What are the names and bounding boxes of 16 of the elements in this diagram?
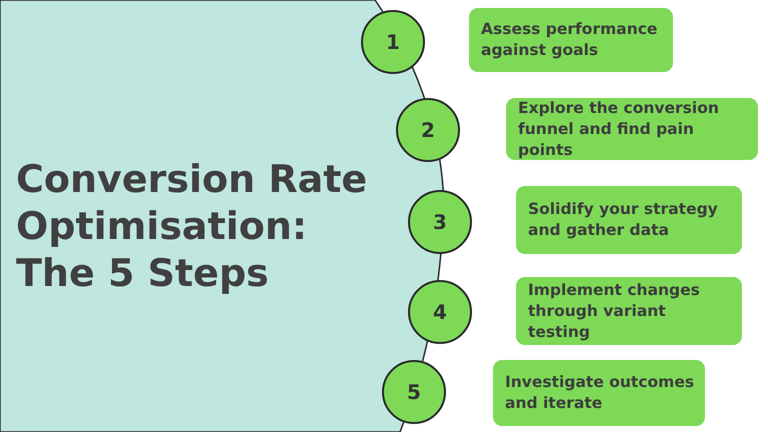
step-box (493, 360, 705, 426)
step-text: Investigate outcomes and iterate (505, 372, 695, 414)
step-number: 2 (421, 118, 435, 142)
step-number: 3 (433, 210, 447, 234)
step-text: Implement changes through variant testing (528, 280, 701, 342)
step-text: Solidify your strategy and gather data (528, 199, 719, 241)
step-number: 4 (433, 300, 447, 324)
step-number: 1 (386, 30, 400, 54)
step-box (469, 8, 673, 72)
step-box (516, 277, 742, 345)
step-box (516, 186, 742, 254)
title: Conversion Rate Optimisation: The 5 Steps (16, 156, 368, 297)
step-text: Explore the conversion funnel and find pain points (518, 98, 720, 160)
step-text: Assess performance against goals (481, 19, 658, 61)
step-number: 5 (407, 380, 421, 404)
step-box (506, 98, 758, 160)
